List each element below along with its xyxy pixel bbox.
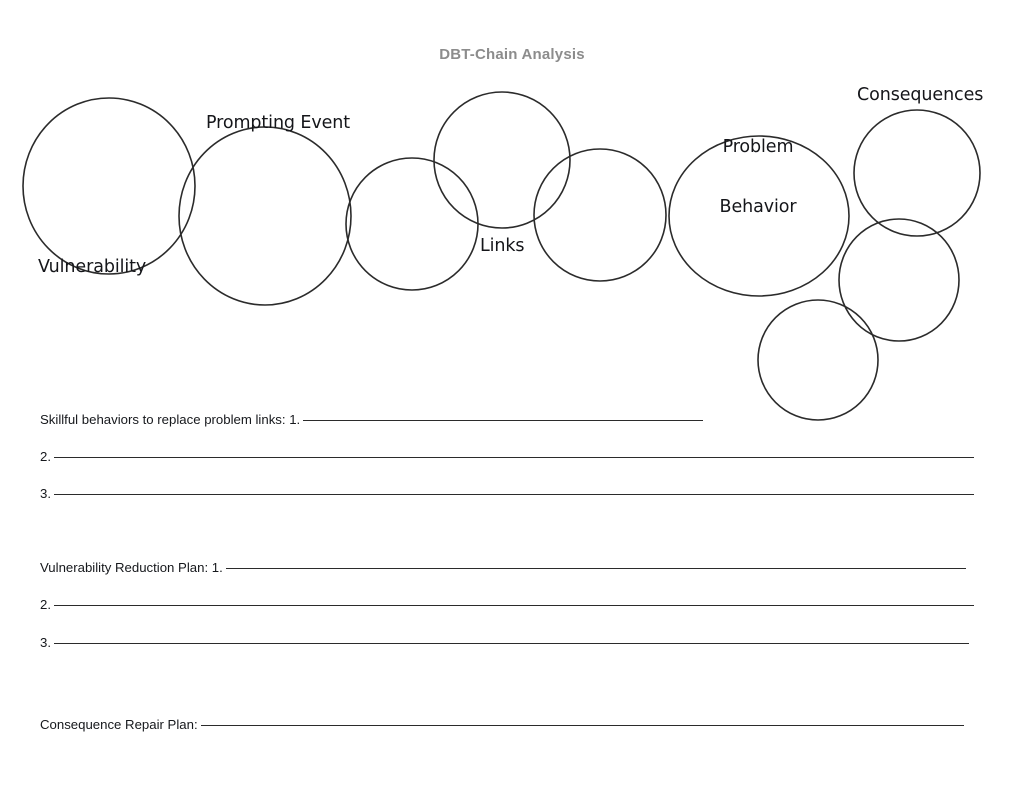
vulnerability-plan-3-label: 3. xyxy=(40,635,51,650)
skillful-2-input[interactable] xyxy=(54,457,974,458)
form-row-skillful-1: Skillful behaviors to replace problem li… xyxy=(40,412,704,427)
consequence-repair-input[interactable] xyxy=(200,725,964,726)
label-vulnerability: Vulnerability xyxy=(38,257,147,277)
form-row-skillful-3: 3. xyxy=(40,486,974,501)
skillful-1-input[interactable] xyxy=(303,420,704,421)
circle-consequence-3 xyxy=(757,299,879,421)
form-row-vulnerability-plan-1: Vulnerability Reduction Plan: 1. xyxy=(40,560,966,575)
page-title: DBT-Chain Analysis xyxy=(439,46,585,63)
chain-diagram: Vulnerability Prompting Event Links Prob… xyxy=(22,85,984,421)
skillful-1-label: Skillful behaviors to replace problem li… xyxy=(40,412,301,427)
vulnerability-plan-3-input[interactable] xyxy=(54,643,969,644)
circle-consequence-2 xyxy=(838,218,960,342)
vulnerability-plan-1-input[interactable] xyxy=(225,568,966,569)
circle-link-2-raised xyxy=(433,91,571,229)
label-problem-behavior-line1: Problem xyxy=(722,136,794,157)
form-row-skillful-2: 2. xyxy=(40,449,974,464)
skillful-3-input[interactable] xyxy=(54,494,974,495)
consequence-repair-label: Consequence Repair Plan: xyxy=(40,717,198,732)
circle-link-3 xyxy=(533,148,667,282)
circle-prompting-event xyxy=(178,126,352,306)
label-problem-behavior-line2: Behavior xyxy=(719,197,797,218)
circle-problem-behavior xyxy=(668,135,850,297)
label-prompting-event: Prompting Event xyxy=(206,113,351,133)
vulnerability-plan-1-label: Vulnerability Reduction Plan: 1. xyxy=(40,560,223,575)
form-row-vulnerability-plan-2: 2. xyxy=(40,597,974,612)
form-row-vulnerability-plan-3: 3. xyxy=(40,635,969,650)
vulnerability-plan-2-label: 2. xyxy=(40,597,51,612)
label-consequences: Consequences xyxy=(857,85,984,105)
label-links: Links xyxy=(480,236,525,256)
form-row-consequence-repair: Consequence Repair Plan: xyxy=(40,717,964,732)
vulnerability-plan-2-input[interactable] xyxy=(54,605,974,606)
skillful-3-label: 3. xyxy=(40,486,51,501)
circle-vulnerability xyxy=(22,97,196,275)
label-problem-behavior: Problem Behavior xyxy=(720,96,797,258)
skillful-2-label: 2. xyxy=(40,449,51,464)
circle-consequence-1 xyxy=(853,109,981,237)
